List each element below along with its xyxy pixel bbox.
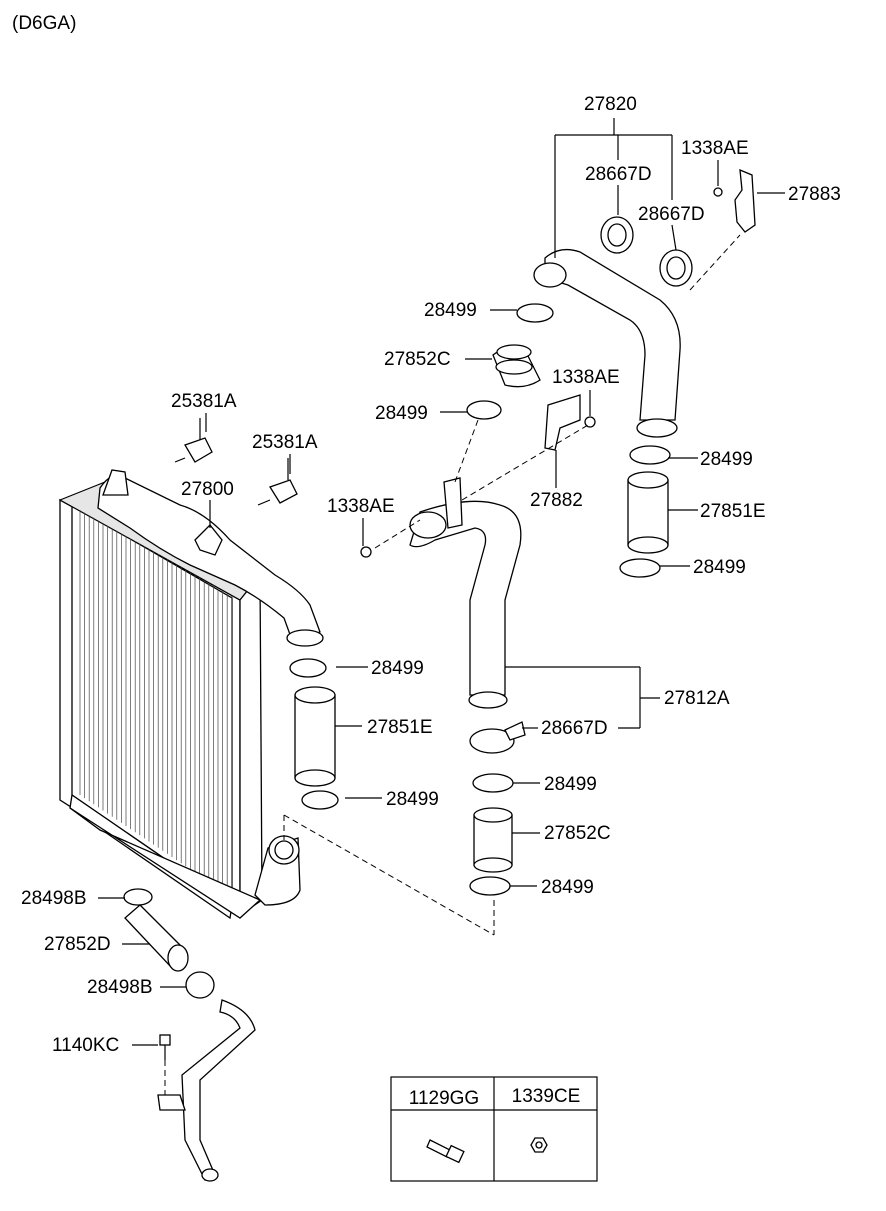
label-28667D-a: 28667D: [585, 164, 652, 185]
engine-code-header: (D6GA): [12, 13, 77, 34]
label-27820: 27820: [584, 94, 637, 115]
intercooler-top-tank: [97, 469, 324, 647]
intercooler-core: [58, 477, 263, 920]
bracket-27883: [713, 168, 756, 233]
label-27852C-a: 27852C: [384, 349, 451, 370]
clamp-28499-b: [466, 400, 502, 420]
label-25381A-b: 25381A: [252, 432, 318, 453]
clamp-28499-e: [289, 658, 327, 678]
pipe-27812A: [409, 500, 522, 709]
dashed-guides: [164, 234, 741, 1095]
pipe-27820: [533, 248, 681, 438]
label-28498B-a: 28498B: [21, 888, 87, 909]
clamp-28499-g: [472, 773, 514, 793]
label-27852C-b: 27852C: [544, 823, 611, 844]
intercooler-bottom-outlet: [254, 835, 301, 906]
nut-1338AE-b: [584, 416, 596, 428]
clamp-28667D-c: [469, 721, 526, 754]
label-27851E-a: 27851E: [700, 501, 766, 522]
clamp-28498B-a: [123, 888, 153, 906]
label-28499-g: 28499: [544, 774, 597, 795]
label-28499-d: 28499: [693, 557, 746, 578]
clamp-28499-d: [619, 558, 661, 578]
bolt-1140KC: [159, 1034, 171, 1060]
label-27800: 27800: [181, 479, 234, 500]
legend-table: [390, 1076, 598, 1182]
label-1338AE-c: 1338AE: [327, 496, 395, 517]
label-1338AE-a: 1338AE: [681, 138, 749, 159]
label-28498B-b: 28498B: [87, 977, 153, 998]
clamp-28499-h: [469, 876, 511, 896]
label-27883: 27883: [788, 184, 841, 205]
label-27812A: 27812A: [664, 688, 730, 709]
label-27851E-b: 27851E: [367, 717, 433, 738]
return-pipe: [157, 999, 256, 1182]
label-28667D-c: 28667D: [541, 718, 608, 739]
label-28499-c: 28499: [700, 449, 753, 470]
hose-27852C-a: [492, 344, 541, 388]
label-28499-a: 28499: [424, 300, 477, 321]
hose-27852D: [124, 904, 189, 972]
label-1338AE-b: 1338AE: [552, 367, 620, 388]
clamp-28499-a: [516, 303, 554, 323]
label-27852D: 27852D: [44, 934, 111, 955]
label-28499-e: 28499: [371, 658, 424, 679]
hose-27851E-b: [294, 686, 336, 787]
hose-27851E-a: [627, 471, 669, 554]
legend-code-1129GG: 1129GG: [408, 1088, 480, 1109]
nut-1338AE-c: [360, 546, 372, 558]
label-1140KC: 1140KC: [52, 1035, 120, 1056]
label-28667D-b: 28667D: [638, 204, 705, 225]
clamp-28498B-b: [185, 971, 215, 999]
hose-27852C-b: [473, 807, 513, 873]
clamp-28499-f: [301, 790, 339, 810]
sensor-right: [257, 458, 298, 506]
sensor-left: [174, 418, 213, 463]
leader-lines: [98, 118, 785, 1046]
label-27882: 27882: [530, 490, 583, 511]
clamp-28499-c: [629, 445, 671, 465]
clamp-28667D-b: [659, 249, 693, 287]
label-28499-f: 28499: [386, 789, 439, 810]
clamp-28667D-a: [600, 216, 634, 254]
label-25381A-a: 25381A: [171, 391, 237, 412]
legend-code-1339CE: 1339CE: [511, 1086, 581, 1107]
label-28499-h: 28499: [541, 877, 594, 898]
label-28499-b: 28499: [375, 403, 428, 424]
bracket-27882: [443, 394, 581, 529]
